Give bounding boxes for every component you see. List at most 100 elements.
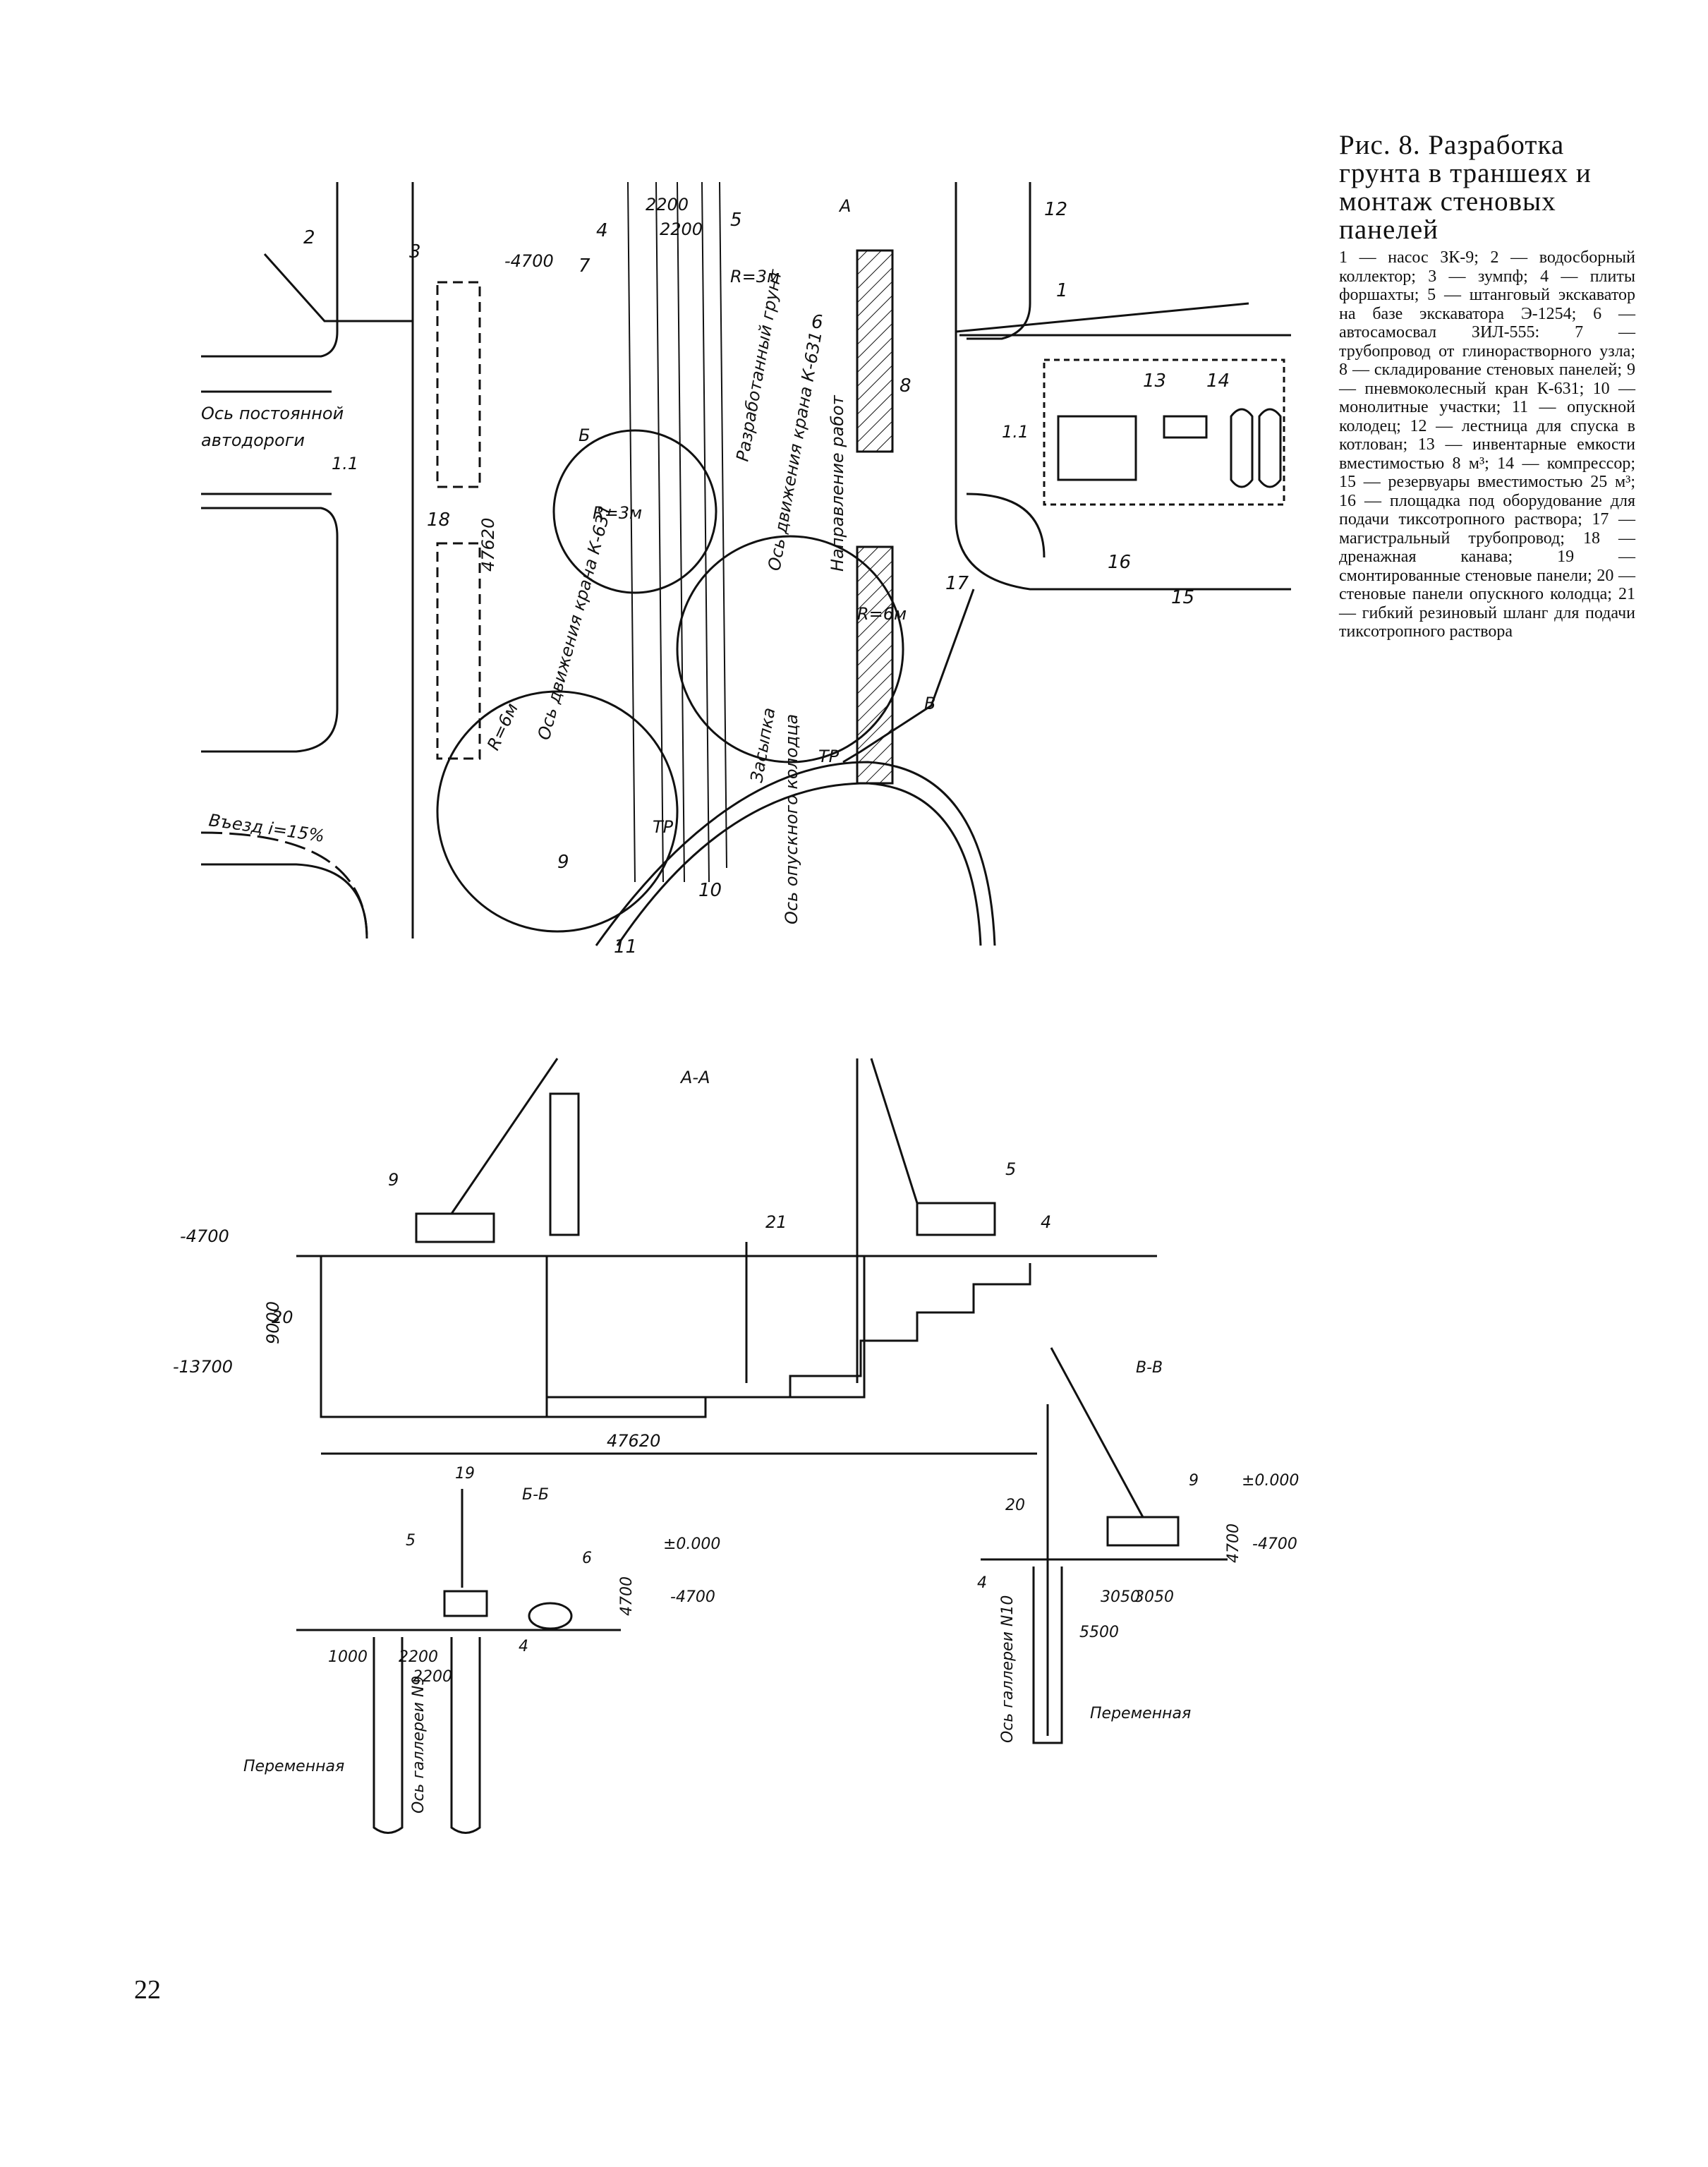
caisson-arc-inner (616, 782, 982, 946)
vv-axis: Ось галлереи N10 (999, 1595, 1017, 1743)
radius-6m-a: R=6м (857, 604, 907, 624)
trench-wall-3 (677, 181, 685, 883)
section-v-mark: В (924, 694, 935, 713)
equipment-yard (1043, 358, 1285, 506)
aa-c9: 9 (388, 1170, 399, 1190)
aa-lvl-bottom: -13700 (173, 1357, 233, 1377)
aa-title: А-А (679, 1068, 710, 1087)
plan-callout-6: 6 (811, 312, 823, 333)
figure-caption: Рис. 8. Разработка грунта в траншеях и м… (1339, 131, 1635, 641)
road-axis-curve (200, 831, 368, 939)
plan-callout-3: 3 (409, 241, 421, 262)
vv-c4: 4 (977, 1574, 987, 1592)
storage-8-mid (856, 545, 894, 785)
trench-outer-right (955, 182, 1291, 591)
well-axis: Ось опускного колодца (782, 714, 801, 924)
crane-radius-b (676, 535, 904, 763)
vv-crane-9-boom (1050, 1347, 1144, 1518)
tr-mark-2: ТР (653, 817, 674, 837)
tr-mark-1: ТР (818, 747, 840, 766)
bb-variable: Переменная (243, 1758, 344, 1775)
vv-c20: 20 (1005, 1497, 1025, 1514)
aa-crane-9-body (415, 1212, 495, 1243)
pit-edge-left-2 (201, 507, 339, 753)
bb-lvl1: -4700 (670, 1588, 715, 1606)
aa-steps (547, 1263, 1031, 1418)
road-axis-label-1: Ось постоянной (201, 404, 344, 423)
dig-label-2: Засыпка (746, 706, 779, 784)
label-11-left: 1.1 (332, 454, 358, 473)
zone-left-1 (436, 281, 481, 488)
plan-callout-10: 10 (698, 880, 722, 901)
pit-edge-left-3 (201, 863, 368, 939)
crane-radius-c (436, 690, 679, 933)
plan-callout-16: 16 (1108, 552, 1131, 573)
tank-15a (1230, 408, 1254, 488)
dim-4700: -4700 (504, 251, 554, 271)
aa-wall-panels (320, 1255, 548, 1418)
bb-lvl0: ±0.000 (663, 1535, 720, 1553)
caption-title: Рис. 8. Разработка грунта в траншеях и м… (1339, 130, 1592, 245)
plan-callout-11: 11 (614, 936, 637, 958)
bb-axis: Ось галлереи N9 (410, 1676, 428, 1813)
aa-c20: 20 (272, 1308, 293, 1327)
plan-callout-7: 7 (579, 255, 590, 277)
plan-callout-9: 9 (557, 852, 569, 873)
aa-crane-9-boom (450, 1058, 559, 1214)
dim-47620: 47620 (478, 518, 498, 572)
aa-lvl-top: -4700 (180, 1226, 229, 1246)
vv-c9: 9 (1189, 1472, 1199, 1490)
bb-trench-right (450, 1637, 481, 1834)
dig-label-3: Направление работ (828, 394, 847, 572)
road-axis-label-2: автодороги (201, 430, 305, 450)
vv-title: В-В (1136, 1359, 1163, 1377)
aa-length: 47620 (607, 1431, 660, 1451)
bb-c6: 6 (582, 1550, 592, 1567)
dim-2200a: 2200 (646, 195, 689, 215)
plan-callout-8: 8 (900, 375, 911, 397)
plan-callout-14: 14 (1206, 370, 1230, 392)
bb-depth: 4700 (618, 1576, 636, 1616)
label-11-right: 1.1 (1002, 422, 1029, 442)
section-a-mark: А (838, 196, 851, 216)
trench-wall-2 (655, 181, 664, 883)
pit-edge-right (967, 182, 1031, 340)
aa-crane-5-body (916, 1202, 996, 1236)
caption-legend: 1 — насос ЗК-9; 2 — водосборный коллекто… (1339, 248, 1635, 641)
radius-3m-a: R=3м (730, 267, 780, 286)
compressor-14 (1163, 415, 1208, 439)
bb-trench-left (373, 1637, 404, 1834)
pit-edge-right-2 (966, 493, 1046, 558)
vv-trench (1032, 1567, 1063, 1744)
plan-callout-12: 12 (1044, 199, 1067, 220)
plan-callout-1: 1 (1056, 280, 1068, 301)
aa-depth: 9000 (263, 1301, 283, 1344)
vv-lvl1: -4700 (1252, 1535, 1297, 1553)
aa-hanging-panel (549, 1092, 580, 1236)
plan-callout-5: 5 (730, 210, 742, 231)
radius-3m-b: R=3м (593, 503, 642, 523)
bb-c5: 5 (406, 1532, 416, 1550)
vv-variable: Переменная (1090, 1705, 1191, 1722)
pipe-2-right (955, 302, 1249, 333)
trench-wall-5 (719, 181, 727, 869)
caisson-arc (595, 761, 996, 946)
vv-d5500: 5500 (1079, 1624, 1119, 1641)
dim-2200b: 2200 (660, 219, 703, 239)
storage-8-top (856, 249, 894, 453)
plan-callout-13: 13 (1143, 370, 1166, 392)
bb-title: Б-Б (522, 1486, 549, 1504)
plan-callout-4: 4 (596, 220, 608, 241)
plan-callout-2: 2 (303, 227, 315, 248)
pit-edge-left (201, 182, 339, 358)
trench-wall-4 (701, 181, 710, 883)
pipe-17 (842, 588, 975, 763)
page-number: 22 (134, 1975, 161, 2005)
trench-wall-1 (627, 181, 636, 883)
bb-excavator-5 (443, 1590, 488, 1617)
bb-d2200a: 2200 (399, 1648, 438, 1666)
crane-radius-a (552, 429, 717, 594)
bb-d2200b: 2200 (413, 1668, 452, 1686)
section-b-mark: Б (579, 425, 590, 445)
